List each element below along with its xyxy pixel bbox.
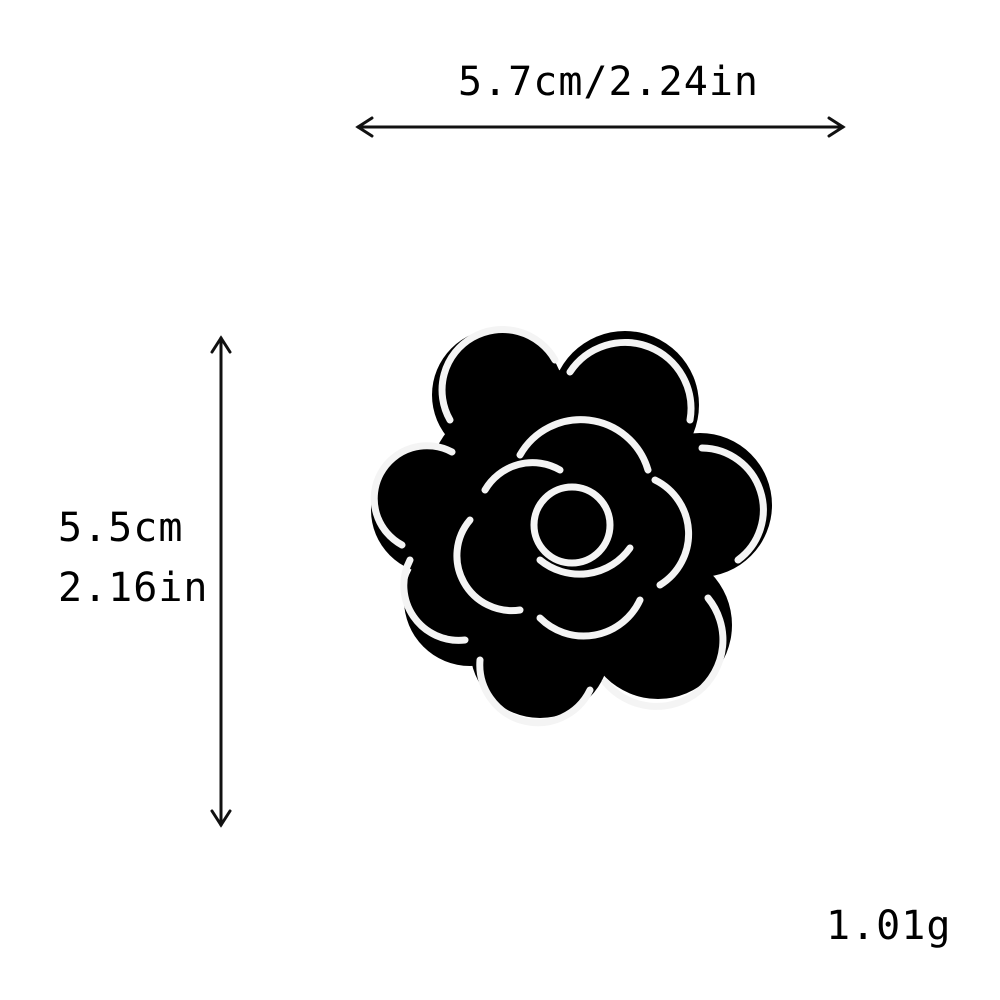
width-dimension-label: 5.7cm/2.24in — [458, 59, 759, 105]
height-dimension-in-label: 2.16in — [58, 565, 209, 611]
weight-label: 1.01g — [826, 903, 952, 949]
camellia-flower-patch-icon — [370, 326, 772, 727]
height-dimension-cm-label: 5.5cm — [58, 505, 184, 551]
height-arrow — [210, 335, 232, 828]
width-arrow — [355, 116, 846, 138]
